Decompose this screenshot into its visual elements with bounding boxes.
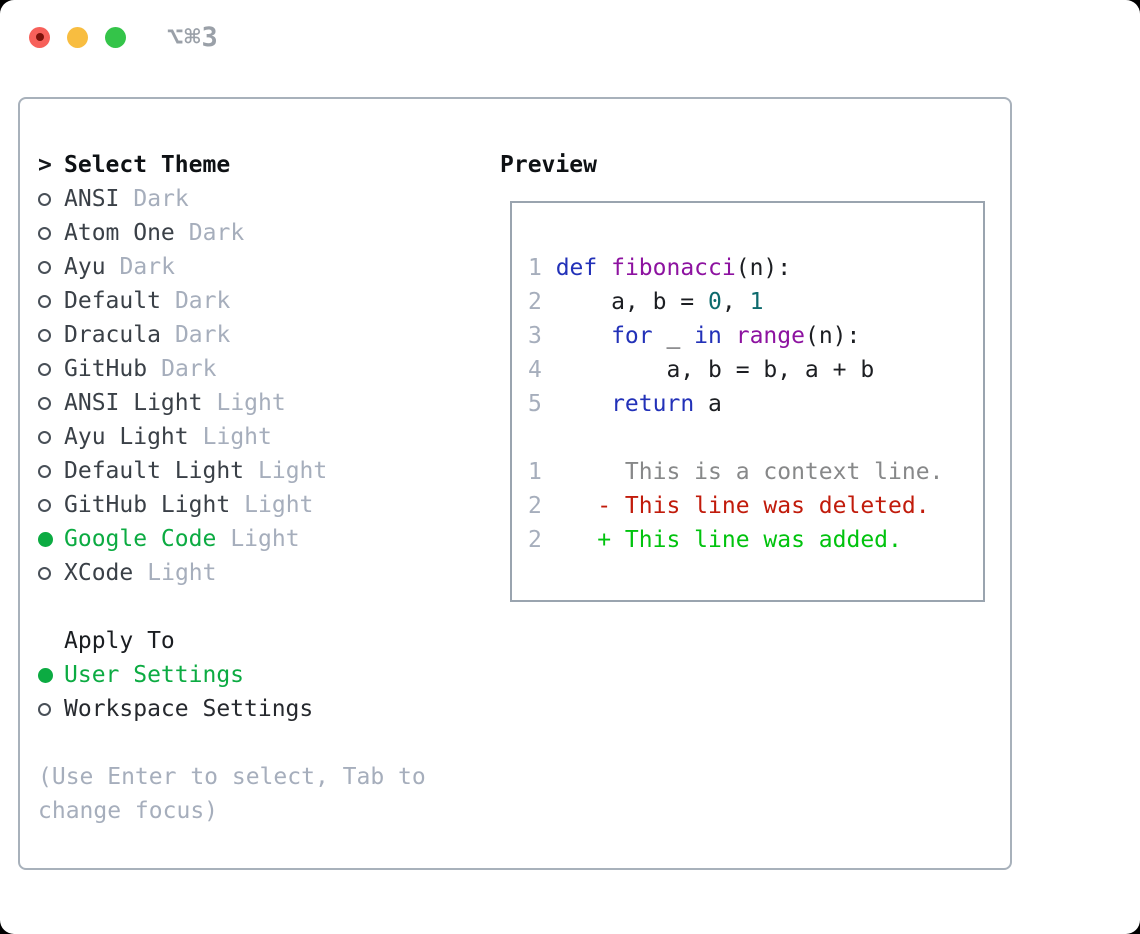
minimize-button[interactable] bbox=[67, 26, 88, 48]
radio-icon bbox=[38, 566, 64, 580]
radio-icon bbox=[38, 531, 64, 547]
help-text-line1: (Use Enter to select, Tab to bbox=[38, 764, 426, 790]
radio-icon bbox=[38, 260, 64, 274]
spacer bbox=[38, 590, 426, 624]
code-line: 5 return a bbox=[528, 391, 722, 417]
radio-icon bbox=[38, 498, 64, 512]
prompt-caret: > bbox=[38, 152, 52, 178]
help-text-line2: change focus) bbox=[38, 798, 219, 824]
radio-icon bbox=[38, 430, 64, 444]
radio-icon bbox=[38, 464, 64, 478]
close-button[interactable] bbox=[29, 26, 50, 48]
code-line: 4 a, b = b, a + b bbox=[528, 357, 875, 383]
apply-option-workspace-settings[interactable]: Workspace Settings bbox=[38, 692, 426, 726]
apply-to-header: Apply To bbox=[38, 624, 426, 658]
radio-icon bbox=[38, 396, 64, 410]
code-line: 2 - This line was deleted. bbox=[528, 493, 930, 519]
main-panel bbox=[18, 97, 1012, 870]
zoom-button[interactable] bbox=[105, 26, 126, 48]
titlebar: ⌥⌘3 bbox=[29, 22, 219, 53]
window-title: ⌥⌘3 bbox=[167, 21, 219, 53]
apply-option-user-settings[interactable]: User Settings bbox=[38, 658, 426, 692]
code-line: 1 This is a context line. bbox=[528, 459, 944, 485]
radio-icon bbox=[38, 192, 64, 206]
apply-to-title: Apply To bbox=[64, 628, 175, 654]
radio-icon bbox=[38, 702, 64, 716]
code-line bbox=[528, 421, 983, 455]
theme-selector-header: > Select Theme bbox=[38, 148, 426, 182]
code-line: 2 a, b = 0, 1 bbox=[528, 289, 764, 315]
radio-icon bbox=[38, 362, 64, 376]
code-line: 3 for _ in range(n): bbox=[528, 323, 861, 349]
preview-title: Preview bbox=[500, 152, 597, 178]
radio-icon bbox=[38, 226, 64, 240]
radio-icon bbox=[38, 294, 64, 308]
theme-selector-title: Select Theme bbox=[64, 152, 231, 178]
radio-icon bbox=[38, 328, 64, 342]
spacer bbox=[38, 726, 426, 760]
code-line: 2 + This line was added. bbox=[528, 527, 902, 553]
radio-icon bbox=[38, 667, 64, 683]
